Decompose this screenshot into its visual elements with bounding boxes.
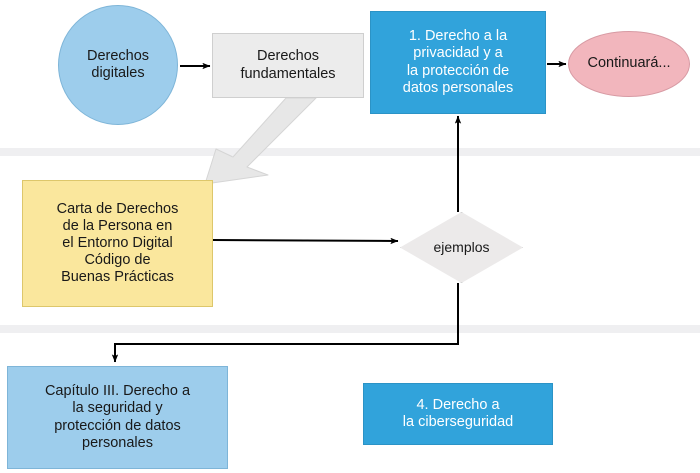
- node-derecho-privacidad[interactable]: 1. Derecho a la privacidad y a la protec…: [370, 11, 546, 114]
- node-carta-derechos[interactable]: Carta de Derechos de la Persona en el En…: [22, 180, 213, 307]
- node-ejemplos[interactable]: ejemplos: [400, 212, 523, 283]
- block-arrow-fundamentales-to-carta: [204, 97, 317, 185]
- node-carta-derechos-label: Carta de Derechos de la Persona en el En…: [56, 200, 179, 286]
- section-divider-band-2: [0, 325, 700, 333]
- node-continuara-label: Continuará...: [587, 55, 671, 72]
- node-capitulo-iii[interactable]: Capítulo III. Derecho a la seguridad y p…: [7, 366, 228, 469]
- node-ciberseguridad[interactable]: 4. Derecho a la ciberseguridad: [363, 383, 553, 445]
- section-divider-band-1: [0, 148, 700, 156]
- node-ejemplos-label: ejemplos: [433, 239, 490, 256]
- node-derechos-fundamentales-label: Derechos fundamentales: [240, 48, 336, 82]
- arrow-carta-to-ejemplos: [212, 237, 399, 245]
- node-capitulo-iii-label: Capítulo III. Derecho a la seguridad y p…: [44, 383, 191, 451]
- node-derechos-digitales-label: Derechos digitales: [86, 47, 150, 81]
- node-derechos-digitales[interactable]: Derechos digitales: [58, 5, 178, 125]
- node-derechos-fundamentales[interactable]: Derechos fundamentales: [212, 33, 364, 98]
- node-derecho-privacidad-label: 1. Derecho a la privacidad y a la protec…: [402, 28, 514, 96]
- node-continuara[interactable]: Continuará...: [568, 31, 690, 97]
- node-ciberseguridad-label: 4. Derecho a la ciberseguridad: [402, 396, 514, 430]
